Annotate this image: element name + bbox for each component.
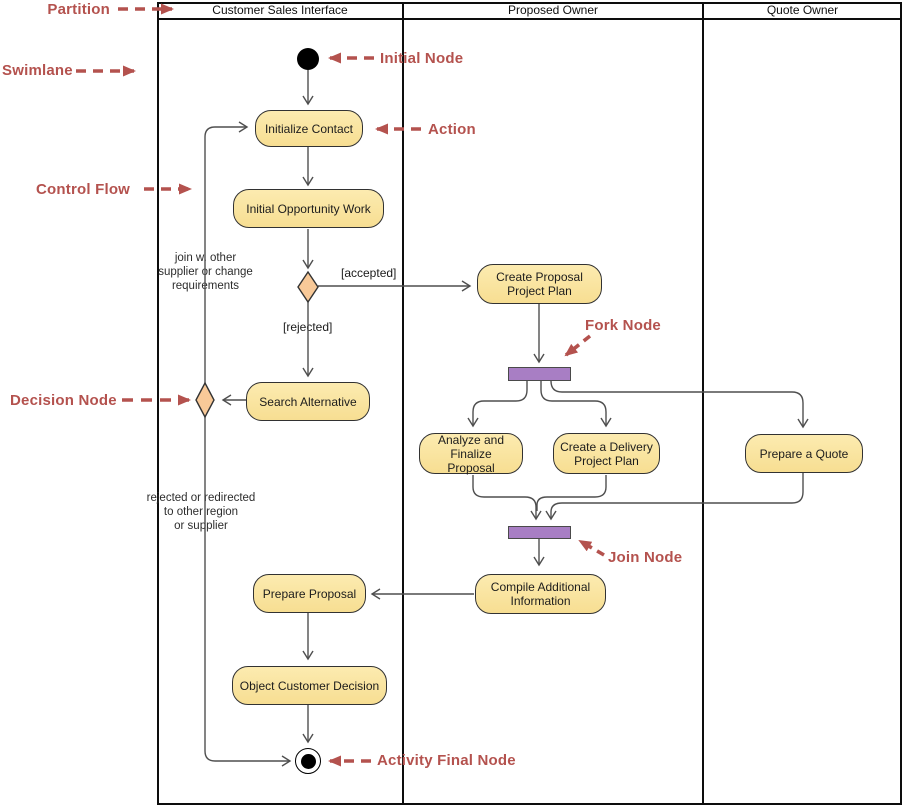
annotation-control-flow: Control Flow (36, 181, 131, 198)
note-rejected-or-redirected: rejected or redirected to other region o… (146, 492, 256, 532)
lane-header-separator (157, 18, 902, 20)
action-label: Object Customer Decision (239, 678, 380, 693)
lane-header-quote-owner: Quote Owner (766, 3, 839, 17)
guard-accepted: [accepted] (341, 266, 397, 280)
lane-header-proposed-owner: Proposed Owner (507, 3, 599, 17)
join-node (508, 526, 571, 539)
action-compile-additional-information: Compile Additional Information (475, 574, 606, 614)
action-initial-opportunity-work: Initial Opportunity Work (233, 189, 384, 228)
action-search-alternative: Search Alternative (246, 382, 370, 421)
fork-node (508, 367, 571, 381)
annotation-initial-node: Initial Node (380, 50, 464, 67)
action-analyze-and-finalize-proposal: Analyze and Finalize Proposal (419, 432, 523, 475)
lane-divider-2 (702, 2, 704, 805)
guard-rejected: [rejected] (283, 320, 333, 334)
activity-final-node (295, 748, 321, 774)
annotation-action: Action (428, 121, 476, 138)
action-create-a-delivery-project-plan: Create a Delivery Project Plan (553, 433, 660, 474)
lane-divider-1 (402, 2, 404, 805)
action-label: Prepare Proposal (262, 586, 357, 601)
action-prepare-proposal: Prepare Proposal (253, 574, 366, 613)
lane-header-customer-sales-interface: Customer Sales Interface (212, 3, 348, 17)
annotation-partition: Partition (47, 1, 110, 18)
annotation-activity-final-node: Activity Final Node (377, 752, 516, 769)
initial-node (297, 48, 319, 70)
note-join-with-other-supplier: join w. other supplier or change require… (158, 252, 253, 292)
action-label: Compile Additional Information (490, 580, 591, 608)
action-label: Prepare a Quote (759, 446, 849, 461)
annotation-fork-node: Fork Node (585, 317, 661, 334)
action-label: Search Alternative (259, 394, 357, 409)
action-create-proposal-project-plan: Create Proposal Project Plan (477, 264, 602, 304)
action-object-customer-decision: Object Customer Decision (232, 666, 387, 705)
activity-final-node-dot (300, 753, 316, 769)
action-label: Create a Delivery Project Plan (560, 439, 653, 468)
annotation-decision-node: Decision Node (10, 392, 117, 409)
action-label: Initialize Contact (264, 121, 354, 136)
action-initialize-contact: Initialize Contact (255, 110, 363, 147)
annotation-swimlane: Swimlane (2, 62, 73, 79)
action-label: Analyze and Finalize Proposal (437, 432, 505, 475)
action-label: Initial Opportunity Work (246, 201, 371, 216)
action-label: Create Proposal Project Plan (496, 270, 583, 298)
annotation-join-node: Join Node (608, 549, 683, 566)
action-prepare-a-quote: Prepare a Quote (745, 434, 863, 473)
